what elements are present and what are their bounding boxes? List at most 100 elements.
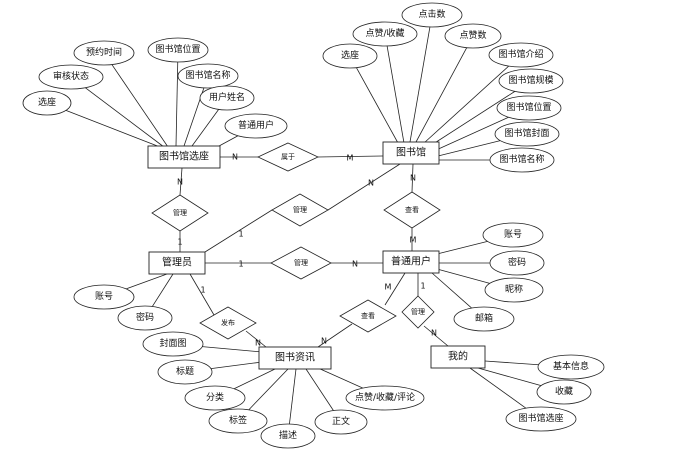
- attr-line-admin-1: [152, 273, 174, 307]
- attr-line-seat-2: [111, 64, 169, 148]
- relationship-label: 管理: [173, 208, 187, 217]
- attribute-mine-1: 收藏: [536, 379, 592, 405]
- attr-line-mine-0: [484, 360, 539, 366]
- attr-line-news-3: [248, 368, 289, 411]
- entity-label: 图书馆选座: [159, 150, 209, 163]
- cardinality-lib-view-lib: N: [410, 174, 416, 183]
- attribute-library-1: 点赞/收藏: [352, 21, 418, 47]
- attribute-ellipse: [489, 250, 545, 276]
- connector-lines: [65, 26, 542, 425]
- line-belongs-library: [317, 155, 384, 158]
- relationship-label: 管理: [293, 205, 307, 214]
- line-managemine-mine: [423, 325, 449, 347]
- cardinality-view-news-user: M: [385, 283, 392, 292]
- attribute-news-3: 标签: [208, 408, 268, 434]
- attribute-ellipse: [505, 406, 577, 432]
- attribute-label: 图书馆名称: [185, 69, 230, 81]
- cardinality-publish-news: N: [255, 339, 261, 348]
- entity-news: 图书资讯: [258, 346, 332, 370]
- attr-line-mine-2: [469, 367, 527, 409]
- attribute-seat-2: 预约时间: [73, 40, 135, 66]
- attribute-news-6: 点赞/收藏/评论: [345, 385, 425, 411]
- line-publish-news: [245, 330, 267, 348]
- attribute-ellipse: [536, 379, 592, 405]
- attribute-label: 密码: [136, 311, 154, 323]
- relationship-label: 管理: [411, 307, 425, 316]
- attr-line-library-4: [423, 65, 510, 144]
- attribute-seat-1: 审核状态: [38, 64, 104, 90]
- attribute-ellipse: [444, 23, 502, 49]
- attribute-ellipse: [489, 147, 555, 173]
- attribute-admin-1: 密码: [117, 305, 173, 331]
- cardinality-seat-manage-bottom: 1: [177, 238, 182, 247]
- attribute-ellipse: [199, 85, 255, 111]
- attr-line-news-4: [289, 368, 297, 425]
- attribute-label: 图书馆位置: [155, 43, 200, 55]
- attribute-ellipse: [184, 385, 246, 411]
- attr-line-admin-0: [126, 273, 168, 290]
- entity-label: 图书资讯: [275, 352, 315, 364]
- attr-line-library-5: [429, 91, 516, 147]
- relationship-label: 管理: [294, 258, 308, 267]
- attribute-ellipse: [157, 359, 213, 385]
- attribute-ellipse: [73, 284, 135, 310]
- attribute-label: 封面图: [159, 337, 186, 349]
- relationship-manage_user: 管理: [270, 246, 332, 280]
- attribute-label: 普通用户: [238, 119, 274, 131]
- attribute-label: 收藏: [555, 385, 573, 397]
- attribute-label: 账号: [504, 229, 522, 240]
- attribute-news-1: 标题: [157, 359, 213, 385]
- attribute-library-0: 选座: [322, 43, 378, 69]
- attribute-library-8: 图书馆名称: [489, 147, 555, 173]
- relationship-diamond: [270, 246, 332, 280]
- entity-admin: 管理员: [148, 251, 206, 275]
- attribute-seat-5: 用户姓名: [199, 85, 255, 111]
- attr-line-news-5: [305, 368, 334, 411]
- relationship-view_news: 查看: [339, 299, 397, 333]
- entity-box: [382, 250, 440, 274]
- attribute-ellipse: [208, 408, 268, 434]
- relationship-diamond: [383, 191, 441, 229]
- attribute-label: 标签: [229, 414, 247, 426]
- entity-mine: 我的: [430, 345, 486, 369]
- attribute-label: 点赞/收藏: [365, 27, 404, 39]
- line-seat-manage: [179, 167, 183, 196]
- attribute-ellipse: [484, 277, 544, 303]
- attribute-user-1: 密码: [489, 250, 545, 276]
- attribute-label: 点击数: [418, 8, 445, 20]
- attr-line-library-0: [356, 67, 399, 144]
- relationship-belongs: 属于: [257, 142, 319, 172]
- cardinality-lib-view-user: M: [410, 236, 417, 245]
- attribute-seat-3: 图书馆位置: [147, 37, 209, 63]
- attribute-label: 预约时间: [86, 46, 122, 58]
- line-admin-publish: [189, 273, 215, 316]
- attribute-ellipse: [177, 63, 239, 89]
- attribute-user-2: 昵称: [484, 277, 544, 303]
- relationship-diamond: [271, 193, 329, 227]
- entity-library_seat: 图书馆选座: [147, 145, 221, 169]
- attr-line-news-2: [233, 368, 276, 390]
- attribute-admin-0: 账号: [73, 284, 135, 310]
- line-managelib-library: [327, 163, 401, 211]
- attribute-seat-0: 选座: [22, 90, 72, 116]
- relationship-diamond: [401, 295, 435, 329]
- cardinality-user-manage-admin: 1: [238, 260, 243, 269]
- attribute-label: 账号: [95, 291, 113, 302]
- cardinality-lib-manage-admin: 1: [238, 230, 243, 239]
- attribute-mine-2: 图书馆选座: [505, 406, 577, 432]
- line-admin-managelib: [204, 209, 273, 253]
- relationship-diamond: [339, 299, 397, 333]
- attribute-ellipse: [345, 385, 425, 411]
- cardinality-view-news-news: N: [321, 337, 327, 346]
- attr-line-news-1: [210, 361, 263, 370]
- attribute-ellipse: [537, 354, 605, 380]
- attribute-ellipse: [142, 331, 204, 357]
- attribute-ellipse: [147, 37, 209, 63]
- relationship-diamond: [257, 142, 319, 172]
- attribute-label: 图书馆位置: [506, 101, 551, 113]
- relationship-label: 查看: [361, 311, 375, 320]
- diagram-shapes: 选座审核状态预约时间图书馆位置图书馆名称用户姓名普通用户选座点赞/收藏点击数点赞…: [22, 2, 605, 449]
- relationship-diamond: [199, 306, 257, 340]
- entity-box: [430, 345, 486, 369]
